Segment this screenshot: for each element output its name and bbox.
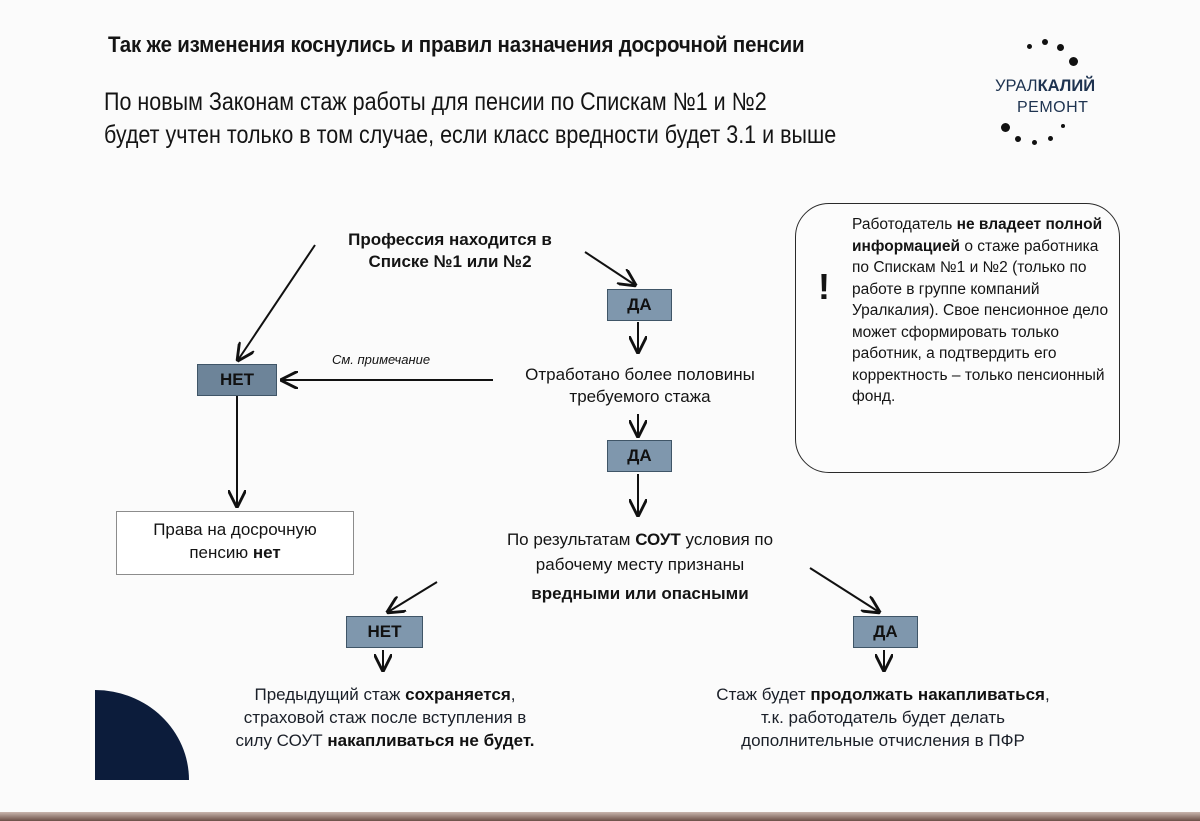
logo-brand: УРАЛКАЛИЙ	[995, 77, 1095, 96]
result-no-l3-pre: силу СОУТ	[235, 731, 328, 750]
subtitle-line-2: будет учтен только в том случае, если кл…	[104, 121, 837, 149]
result-no-harmful: Предыдущий стаж сохраняется, страховой с…	[190, 683, 580, 752]
logo-dot	[1042, 39, 1048, 45]
callout-text-bold: не владеет полной информацией	[852, 216, 1103, 255]
result-yes-line-3: дополнительные отчисления в ПФР	[741, 731, 1025, 750]
result-yes-l1-post: ,	[1044, 685, 1050, 704]
logo-brand-bold: КАЛИЙ	[1037, 77, 1096, 95]
callout-text-post: о стаже работника по Спискам №1 и №2 (то…	[852, 237, 1109, 406]
result-yes-harmful: Стаж будет продолжать накапливаться, т.к…	[668, 683, 1098, 752]
logo-dot	[1061, 124, 1065, 128]
result-yes-line-1: Стаж будет продолжать накапливаться,	[668, 683, 1098, 706]
result-no-l1-post: ,	[510, 685, 516, 704]
arrow-q3-to-yes	[809, 567, 879, 612]
no-right-line-2: пенсию нет	[117, 541, 353, 564]
no-early-pension-box: Права на досрочную пенсию нет	[116, 511, 354, 575]
page-bottom-edge	[0, 812, 1200, 821]
uralkali-remont-logo: УРАЛКАЛИЙ РЕМОНТ	[985, 35, 1115, 150]
logo-dot	[1069, 57, 1078, 66]
no-right-text: пенсию	[189, 543, 253, 562]
result-no-l1-bold: сохраняется	[405, 685, 511, 704]
q1-line-2: Списке №1 или №2	[368, 252, 532, 271]
logo-subtitle: РЕМОНТ	[1017, 99, 1089, 116]
result-no-l1-pre: Предыдущий стаж	[254, 685, 406, 704]
result-no-line-3: силу СОУТ накапливаться не будет.	[190, 729, 580, 752]
result-yes-line-2: т.к. работодатель будет делать	[761, 708, 1005, 727]
subtitle-line-1: По новым Законам стаж работы для пенсии …	[104, 88, 767, 116]
question-half-experience: Отработано более половины требуемого ста…	[495, 364, 785, 408]
q3-line-3: вредными или опасными	[531, 584, 749, 603]
see-note-label: См. примечание	[332, 352, 431, 367]
arrow-q3-to-no	[388, 581, 438, 612]
q3-line1-bold: СОУТ	[635, 530, 681, 549]
result-yes-l1-pre: Стаж будет	[716, 685, 811, 704]
q2-line-2: требуемого стажа	[569, 387, 711, 406]
result-no-line-1: Предыдущий стаж сохраняется,	[190, 683, 580, 706]
q2-line-1: Отработано более половины	[525, 365, 755, 384]
callout-text-pre: Работодатель	[852, 216, 957, 233]
no-right-bold: нет	[252, 543, 281, 562]
no-right-line-1: Права на досрочную	[153, 520, 317, 539]
q3-line1-pre: По результатам	[506, 530, 636, 549]
result-no-line-2: страховой стаж после вступления в	[243, 708, 527, 727]
question-profession-in-list: Профессия находится в Списке №1 или №2	[300, 229, 600, 273]
exclamation-icon: !	[818, 266, 830, 307]
result-yes-l1-bold: продолжать накапливаться	[810, 685, 1045, 704]
yes-tag-3: ДА	[853, 616, 918, 648]
callout-text: Работодатель не владеет полной информаци…	[852, 214, 1112, 408]
slide-title: Так же изменения коснулись и правил назн…	[108, 32, 805, 57]
q3-line-1: По результатам СОУТ условия по	[470, 527, 810, 552]
q3-line1-post: условия по	[680, 530, 774, 549]
q3-line-2: рабочему месту признаны	[535, 555, 745, 574]
yes-tag-1: ДА	[607, 289, 672, 321]
no-tag-1: НЕТ	[197, 364, 277, 396]
logo-dot	[1032, 140, 1037, 145]
q1-line-1: Профессия находится в	[348, 230, 552, 249]
employer-info-callout: ! Работодатель не владеет полной информа…	[795, 203, 1120, 473]
logo-dot	[1048, 136, 1053, 141]
logo-brand-light: УРАЛ	[995, 77, 1038, 95]
result-no-l3-bold: накапливаться не будет.	[327, 731, 535, 750]
logo-dot	[1057, 44, 1064, 51]
logo-dot	[1015, 136, 1021, 142]
logo-dot	[1027, 44, 1032, 49]
question-soaut-harmful: По результатам СОУТ условия по рабочему …	[470, 527, 810, 606]
yes-tag-2: ДА	[607, 440, 672, 472]
no-tag-2: НЕТ	[346, 616, 423, 648]
slide-subtitle: По новым Законам стаж работы для пенсии …	[104, 86, 836, 152]
corner-quarter-circle-decoration	[95, 690, 189, 780]
logo-dot	[1001, 123, 1010, 132]
